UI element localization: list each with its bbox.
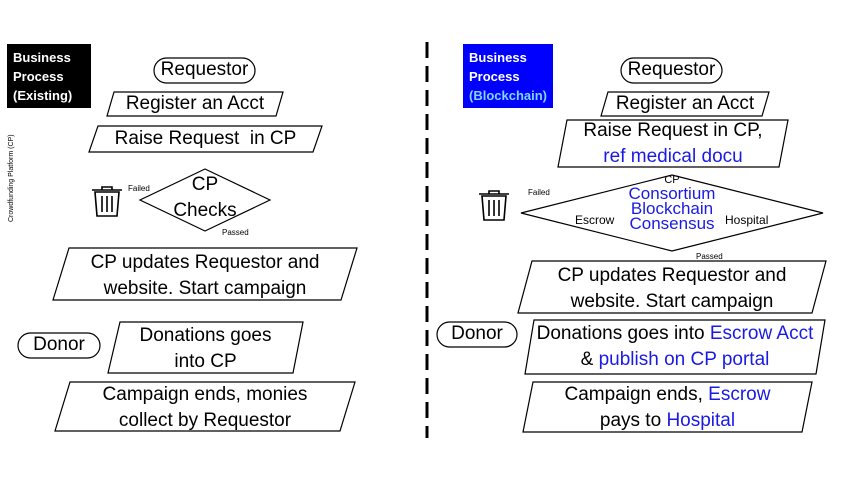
left-check-shape (138, 168, 272, 232)
left-register-label: Register an Acct (125, 93, 265, 114)
right-hospital-label: Hospital (725, 213, 769, 227)
left-requestor-shape (153, 57, 256, 84)
ends-line: Campaign ends, Escrow (523, 382, 812, 408)
check-line: CP (191, 174, 219, 195)
raise-line: Raise Request in CP, (583, 120, 763, 141)
update-line: CP updates Requestor and (90, 252, 320, 273)
ends-line: Campaign ends, monies (102, 384, 308, 405)
right-donor-shape (436, 321, 518, 348)
left-register-shape (106, 91, 284, 117)
donations-text: Donations goes into (536, 323, 710, 344)
left-update-shape (52, 247, 358, 301)
left-donor-shape (17, 332, 101, 359)
left-donations-label: Donations goes into CP (108, 323, 303, 375)
donations-line: into CP (174, 351, 237, 372)
update-line: website. Start campaign (103, 278, 307, 299)
check-line: Blockchain (630, 199, 714, 218)
side-label: Crowdfunding Platform (CP) (8, 134, 15, 222)
escrow-text: Escrow (708, 384, 771, 405)
left-passed-label: Passed (222, 228, 249, 237)
ends-text: Campaign ends, (564, 384, 709, 405)
right-passed-label: Passed (696, 252, 723, 261)
badge-line: Business (13, 50, 71, 65)
ends-line: collect by Requestor (118, 410, 292, 431)
right-update-shape (517, 260, 827, 314)
donations-line: Donations goes into Escrow Acct (525, 321, 825, 347)
right-register-shape (600, 91, 770, 117)
right-raise-label: Raise Request in CP, ref medical docu (558, 118, 788, 170)
donations-line: Donations goes (139, 325, 272, 346)
trash-icon (479, 190, 509, 221)
right-donations-label: Donations goes into Escrow Acct & publis… (525, 321, 825, 373)
left-raise-label: Raise Request in CP (114, 128, 297, 149)
blockchain-process-badge: Business Process (Blockchain) (463, 44, 553, 108)
left-raise-shape (88, 125, 323, 153)
hospital-text: Hospital (666, 410, 736, 431)
left-donations-shape (107, 321, 304, 374)
badge-line: (Existing) (13, 88, 73, 103)
right-register-label: Register an Acct (615, 93, 755, 114)
update-line: CP updates Requestor and (557, 265, 787, 286)
update-line: website. Start campaign (570, 291, 774, 312)
left-donor-label: Donor (33, 334, 85, 355)
left-ends-label: Campaign ends, monies collect by Request… (55, 382, 355, 434)
badge-line: (Blockchain) (469, 88, 548, 103)
existing-process-badge: Business Process (Existing) (7, 44, 91, 108)
left-ends-shape (54, 381, 356, 432)
badge-line: Business (469, 50, 527, 65)
right-requestor-shape (620, 57, 723, 84)
check-line: Checks (173, 200, 237, 221)
right-requestor-label: Requestor (627, 59, 716, 80)
right-update-label: CP updates Requestor and website. Start … (518, 263, 826, 315)
check-line: Consensus (629, 214, 715, 233)
right-check-shape (520, 174, 824, 252)
right-failed-label: Failed (528, 188, 550, 197)
ends-line: pays to Hospital (523, 408, 812, 434)
badge-line: Process (13, 69, 64, 84)
right-escrow-label: Escrow (575, 213, 615, 227)
escrow-acct-text: Escrow Acct (709, 323, 814, 344)
publish-text: publish on CP portal (598, 349, 770, 370)
right-donations-shape (524, 319, 826, 375)
right-ends-label: Campaign ends, Escrow pays to Hospital (523, 382, 812, 434)
trash-icon (92, 186, 122, 217)
left-requestor-label: Requestor (160, 59, 249, 80)
raise-line: ref medical docu (603, 146, 743, 167)
right-ends-shape (522, 381, 813, 433)
donations-text: & (580, 349, 599, 370)
badge-line: Process (469, 69, 520, 84)
right-check-label: Consortium Blockchain Consensus (592, 184, 752, 233)
right-check-top-label: CP (664, 174, 680, 186)
left-check-label: CP Checks (140, 172, 270, 224)
right-donor-label: Donor (451, 323, 503, 344)
ends-text: pays to (599, 410, 667, 431)
right-raise-shape (557, 119, 789, 168)
donations-line: & publish on CP portal (525, 347, 825, 373)
check-line: Consortium (628, 184, 716, 203)
left-update-label: CP updates Requestor and website. Start … (53, 250, 357, 302)
left-failed-label: Failed (128, 184, 150, 193)
